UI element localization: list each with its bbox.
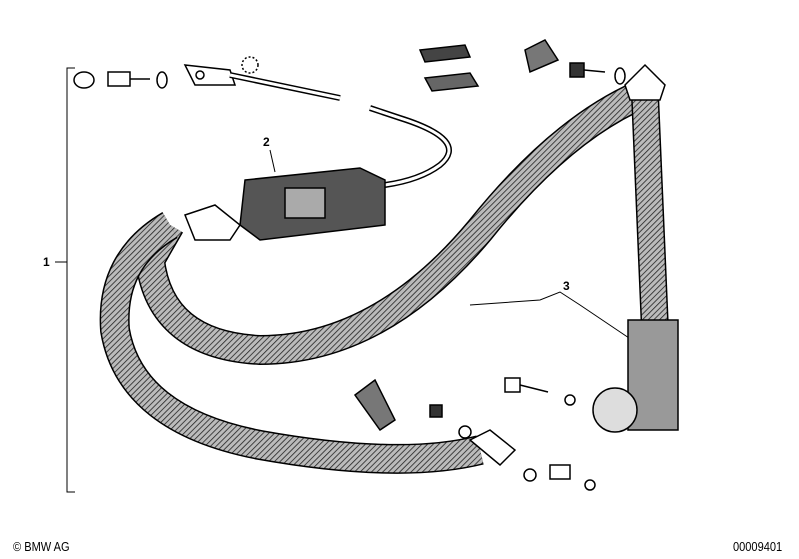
star-washer-icon — [241, 56, 259, 74]
cover-icon — [418, 44, 472, 63]
callout-1: 1 — [43, 255, 50, 269]
callout-1-bracket — [55, 67, 75, 493]
callout-3: 3 — [563, 279, 570, 293]
retractor-spool-icon — [592, 387, 638, 433]
cap-icon — [73, 71, 95, 89]
retractor-icon — [627, 319, 679, 431]
copyright-text: © BMW AG — [13, 539, 70, 554]
floor-anchor-icon — [468, 429, 517, 467]
bolt-icon — [504, 377, 521, 393]
buckle-cable — [229, 72, 452, 188]
cover-cap-icon — [353, 378, 396, 432]
cable-anchor-icon — [183, 64, 237, 86]
bolt-icon — [107, 71, 131, 87]
trim-cap-icon — [524, 39, 560, 74]
leader-lines — [269, 149, 633, 341]
belt-webbing — [99, 81, 669, 474]
callout-2: 2 — [263, 135, 270, 149]
cover-icon — [423, 72, 480, 92]
diagram-id: 00009401 — [733, 539, 783, 554]
washer-icon — [156, 71, 168, 89]
lower-anchor-icon — [184, 204, 242, 241]
top-hardware — [73, 39, 626, 92]
upper-anchor-icon — [624, 63, 666, 101]
